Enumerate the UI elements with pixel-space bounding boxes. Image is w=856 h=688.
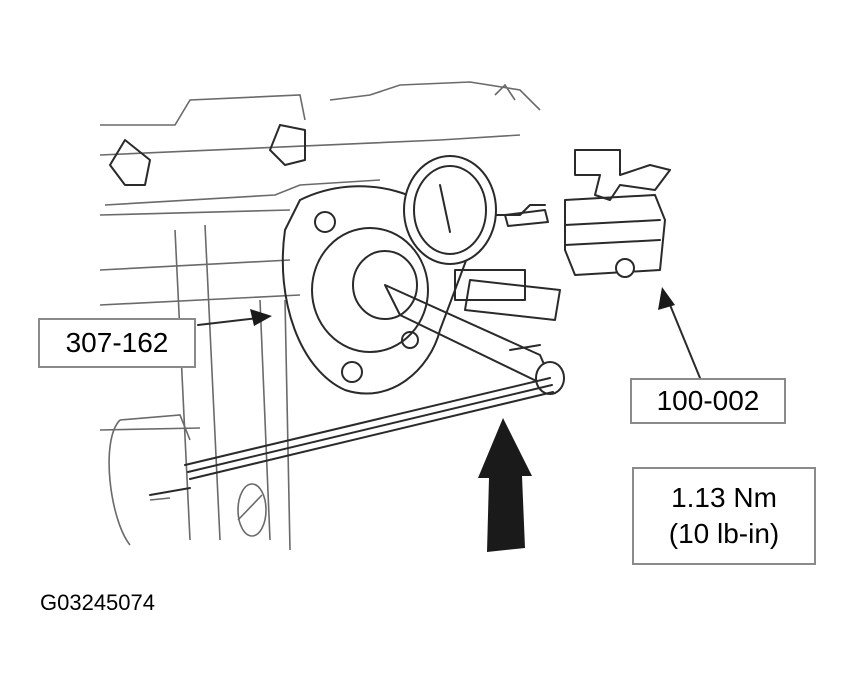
- shaft: [384, 284, 565, 395]
- torque-value-metric: 1.13 Nm: [671, 482, 777, 513]
- leader-arrows: [197, 287, 701, 379]
- engine-block: [99, 81, 541, 551]
- callout-100-label: 100-002: [656, 385, 760, 416]
- callout-307-label: 307-162: [65, 327, 169, 358]
- torque-value-imperial: (10 lb-in): [668, 518, 780, 549]
- figure-id: G03245074: [40, 590, 155, 615]
- dial-indicator: [403, 155, 561, 321]
- magnetic-base: [504, 149, 671, 278]
- callout-special-tool-100: 100-002: [630, 378, 786, 424]
- force-direction-arrow: [478, 418, 532, 552]
- torque-wrench: [149, 377, 554, 496]
- callout-torque-spec: 1.13 Nm (10 lb-in): [632, 467, 816, 565]
- adapter-plate: [281, 185, 471, 395]
- callout-special-tool-307: 307-162: [38, 318, 196, 368]
